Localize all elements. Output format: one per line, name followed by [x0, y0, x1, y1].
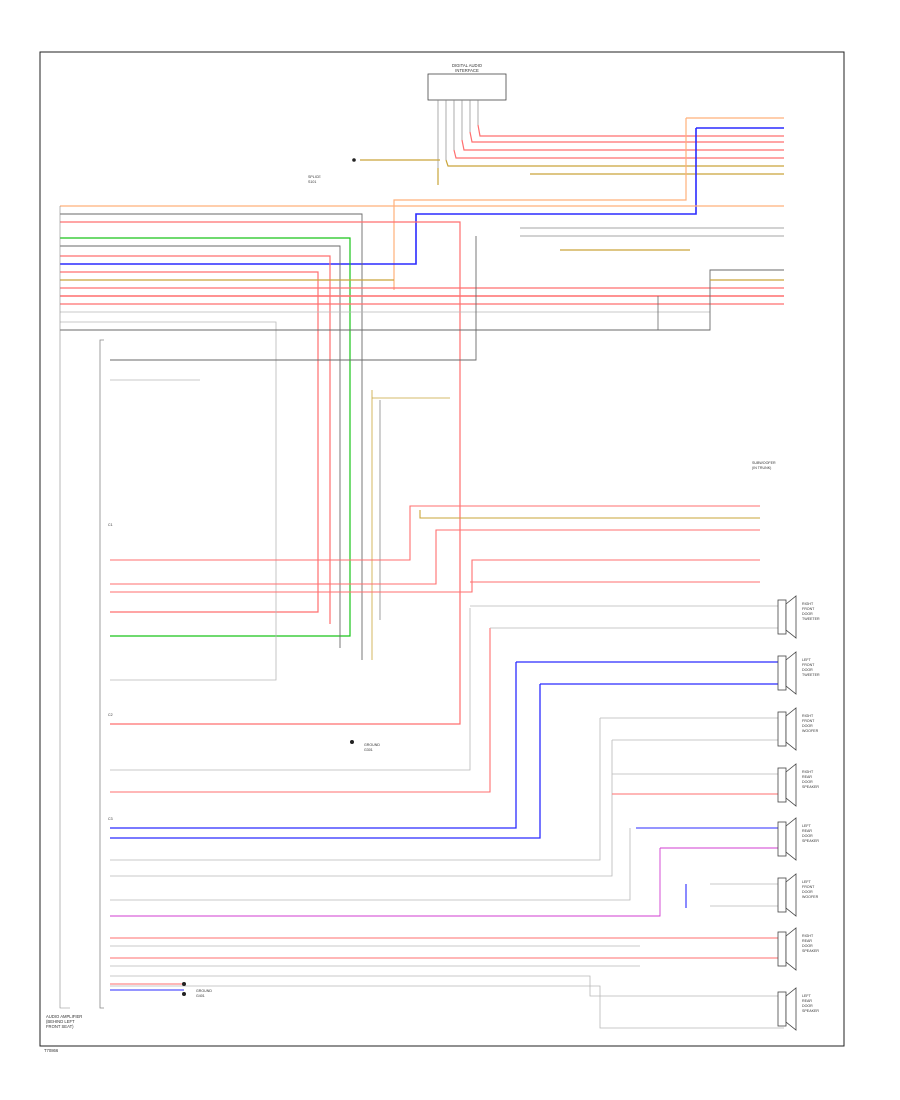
ground-label: GROUND: [196, 989, 212, 993]
top-right-harness: [60, 117, 784, 290]
speaker-label: SPEAKER: [802, 785, 819, 789]
speaker-label: FRONT: [802, 885, 815, 889]
speaker-label: FRONT: [802, 663, 815, 667]
speaker-label: REAR: [802, 775, 812, 779]
top-component: DIGITAL AUDIO INTERFACE: [427, 63, 507, 185]
connector-c3-label: C3: [108, 817, 113, 821]
speaker-label: WOOFER: [802, 729, 819, 733]
speaker-label: DOOR: [802, 668, 813, 672]
speaker-label: DOOR: [802, 1004, 813, 1008]
speaker-label: SPEAKER: [802, 839, 819, 843]
module-label-1: AUDIO AMPLIFIER: [46, 1014, 82, 1019]
module-label-3: FRONT SEAT): [46, 1024, 74, 1029]
speaker-label: RIGHT: [802, 714, 814, 718]
mid-bundle: [371, 390, 450, 660]
speaker-label: SPEAKER: [802, 1009, 819, 1013]
speaker-right-front-woofer: [777, 707, 797, 751]
module-label-2: (BEHIND LEFT: [46, 1019, 75, 1024]
speaker-label: RIGHT: [802, 934, 814, 938]
speaker-label: DOOR: [802, 612, 813, 616]
speaker-label: REAR: [802, 829, 812, 833]
splice-label: S101: [308, 180, 316, 184]
speaker-left-rear-2: [777, 987, 797, 1031]
speaker-label: DOOR: [802, 780, 813, 784]
speakers: [777, 595, 797, 1031]
speaker-label: DOOR: [802, 834, 813, 838]
speaker-right-rear-2: [777, 927, 797, 971]
speaker-right-rear: [777, 763, 797, 807]
speaker-label: LEFT: [802, 824, 812, 828]
speaker-label: DOOR: [802, 724, 813, 728]
speaker-label: REAR: [802, 939, 812, 943]
speaker-label: DOOR: [802, 890, 813, 894]
speaker-harness: [110, 505, 784, 1029]
splice-label: SPLICE: [308, 175, 321, 179]
ground-label: G401: [196, 994, 205, 998]
speaker-left-rear: [777, 817, 797, 861]
speaker-label: LEFT: [802, 658, 812, 662]
speaker-label: TWEETER: [802, 617, 820, 621]
ground-label: G301: [364, 748, 373, 752]
speaker-label: FRONT: [802, 719, 815, 723]
speaker-left-front-woofer: [777, 873, 797, 917]
ground-symbols: [182, 158, 356, 996]
speaker-label: FRONT: [802, 607, 815, 611]
speaker-right-front-tweeter: [777, 595, 797, 639]
subwoofer-label: (IN TRUNK): [752, 466, 771, 470]
speaker-label: DOOR: [802, 944, 813, 948]
top-component-label-2: INTERFACE: [455, 68, 479, 73]
ground-label: GROUND: [364, 743, 380, 747]
top-component-box: [427, 73, 507, 101]
speaker-labels: RIGHT FRONT DOOR TWEETER LEFT FRONT DOOR…: [802, 602, 820, 1013]
figure-id: T70866: [44, 1048, 59, 1053]
speaker-label: TWEETER: [802, 673, 820, 677]
connector-c1-label: C1: [108, 523, 113, 527]
main-module: AUDIO AMPLIFIER (BEHIND LEFT FRONT SEAT)…: [46, 206, 113, 1029]
speaker-label: LEFT: [802, 880, 812, 884]
speaker-label: RIGHT: [802, 602, 814, 606]
speaker-label: WOOFER: [802, 895, 819, 899]
left-harness: [60, 205, 784, 725]
speaker-label: RIGHT: [802, 770, 814, 774]
top-component-label-1: DIGITAL AUDIO: [452, 63, 483, 68]
speaker-label: SPEAKER: [802, 949, 819, 953]
misc-labels: SUBWOOFER (IN TRUNK) GROUND G301 GROUND …: [196, 175, 776, 998]
speaker-left-front-tweeter: [777, 651, 797, 695]
speaker-label: REAR: [802, 999, 812, 1003]
diagram-frame: [39, 51, 845, 1047]
connector-c2-label: C2: [108, 713, 113, 717]
speaker-label: LEFT: [802, 994, 812, 998]
subwoofer-label: SUBWOOFER: [752, 461, 776, 465]
